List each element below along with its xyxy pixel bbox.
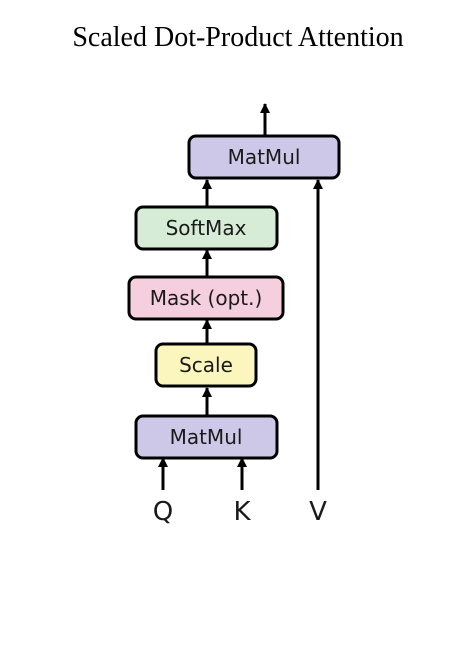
diagram-title: Scaled Dot-Product Attention xyxy=(72,22,404,53)
matmul-top-label: MatMul xyxy=(228,145,301,169)
input-q-label: Q xyxy=(153,497,173,527)
matmul-bottom-block: MatMul xyxy=(134,414,279,460)
mask-box xyxy=(127,275,285,321)
scale-box xyxy=(154,342,258,388)
scale-block: Scale xyxy=(154,342,258,388)
matmul-bottom-box xyxy=(134,414,279,460)
mask-label: Mask (opt.) xyxy=(150,286,263,310)
matmul-top-box xyxy=(187,134,341,180)
matmul-top-block: MatMul xyxy=(187,134,341,180)
softmax-label: SoftMax xyxy=(166,216,247,240)
softmax-block: SoftMax xyxy=(134,205,279,251)
softmax-box xyxy=(134,205,279,251)
scale-label: Scale xyxy=(179,353,233,377)
input-v-label: V xyxy=(309,497,327,527)
input-k-label: K xyxy=(233,497,251,527)
matmul-bottom-label: MatMul xyxy=(170,425,243,449)
mask-block: Mask (opt.) xyxy=(127,275,285,321)
